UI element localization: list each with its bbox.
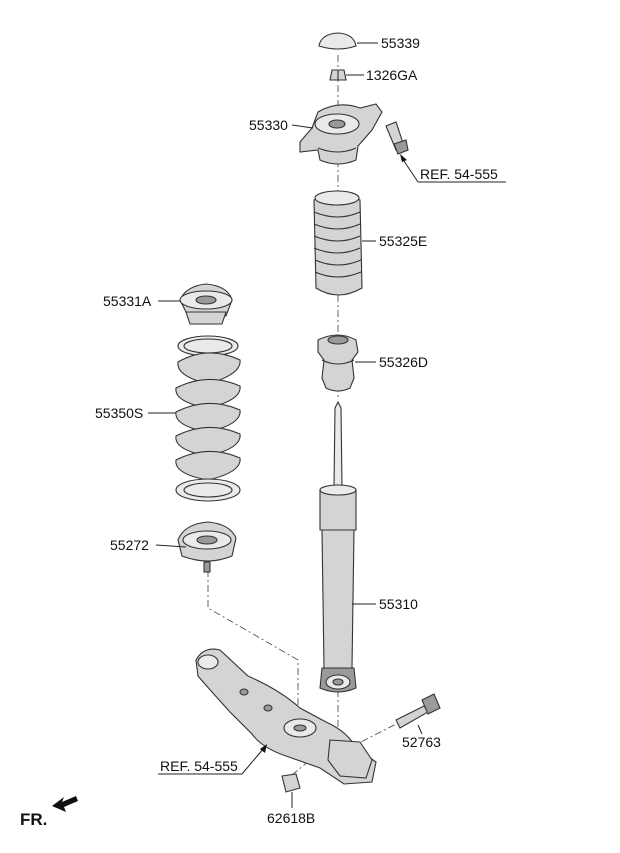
strut-mount-part-55330 [299,103,383,165]
dust-boot-part-55325E [313,190,363,296]
dust-cap-part-55339 [318,32,357,50]
label-62618B: 62618B [267,810,316,826]
front-direction-label: FR. [20,810,48,829]
label-55326D: 55326D [379,354,429,370]
upper-ref-arrowhead [400,154,407,162]
leader-55272 [155,544,187,548]
label-55330: 55330 [249,117,288,133]
label-52763: 52763 [402,734,441,750]
upper-spring-pad-part-55331A [179,283,233,325]
shock-absorber-part-55310 [319,400,357,693]
coil-spring-part-55350S [175,335,241,502]
bolt-part-52763 [395,693,441,729]
front-arrow-icon [52,796,78,812]
lower-ref-arrowhead [260,744,267,753]
label-55325E: 55325E [379,233,428,249]
lower-spring-seat-part-55272 [177,521,237,573]
nut-part-62618B [281,773,301,793]
label-1326GA: 1326GA [366,67,418,83]
mount-bolt [385,121,409,155]
leader-55330 [291,124,314,129]
label-55339: 55339 [381,35,420,51]
label-55350S: 55350S [95,405,144,421]
bump-stop-part-55326D [317,334,359,392]
lower-control-arm [195,648,377,785]
label-55272: 55272 [110,537,149,553]
lower-ref-arrow-line [241,747,265,775]
upper-ref-label: REF. 54-555 [420,166,498,182]
spring-seat-axis-line [207,570,299,720]
label-55331A: 55331A [103,293,152,309]
lower-ref-label: REF. 54-555 [160,758,238,774]
label-55310: 55310 [379,596,418,612]
upper-ref-arrow-line [401,157,419,183]
leader-52763 [417,724,423,735]
nut-part-1326GA [329,69,347,81]
